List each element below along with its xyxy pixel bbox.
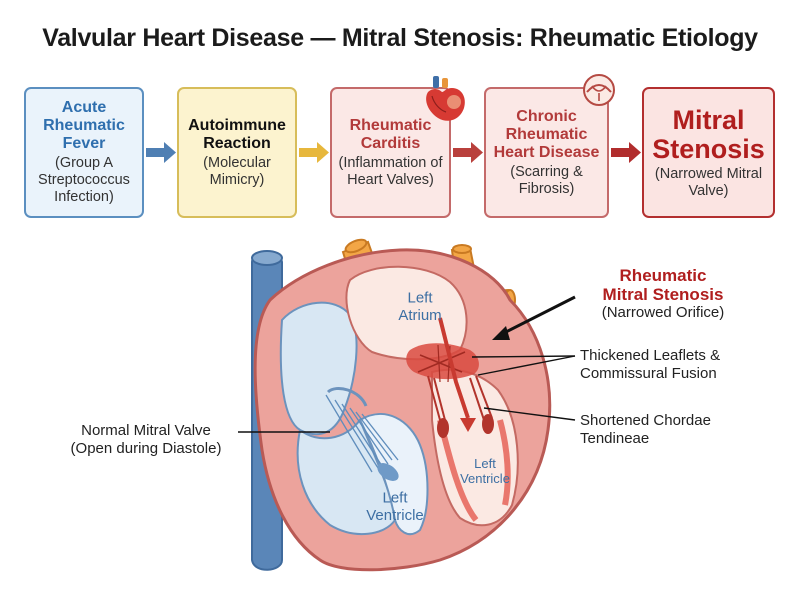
stenotic-mitral-valve: [406, 317, 479, 432]
normal-valve-line2: (Open during Diastole): [70, 440, 222, 457]
flow-box-detail: (Narrowed Mitral Valve): [654, 165, 763, 199]
flow-box-detail: (Molecular Mimicry): [203, 154, 271, 188]
flow-box-autoimmune-reaction: Autoimmune Reaction (Molecular Mimicry): [177, 87, 297, 218]
stenosis-title-line2: Mitral Stenosis: [602, 285, 724, 304]
flow-box-detail: (Scarring & Fibrosis): [510, 163, 583, 197]
left-ventricle-stenotic: [431, 368, 519, 527]
chordae-line2: Tendineae: [580, 430, 650, 447]
flow-box-chronic-rheumatic-heart-disease: Chronic Rheumatic Heart Disease (Scarrin…: [484, 87, 609, 218]
leaflets-line2: Commissural Fusion: [580, 365, 717, 382]
leaflets-line1: Thickened Leaflets &: [580, 347, 721, 364]
flow-box-heading: Autoimmune Reaction: [188, 116, 286, 152]
stenosis-subtitle: (Narrowed Orifice): [601, 304, 725, 321]
flow-box-heading: Mitral Stenosis: [652, 104, 765, 164]
normal-valve-annotation: Normal Mitral Valve (Open during Diastol…: [56, 422, 236, 458]
flow-box-mitral-stenosis: Mitral Stenosis (Narrowed Mitral Valve): [642, 87, 775, 218]
stenosis-title-line1: Rheumatic: [619, 266, 707, 285]
stenosis-annotation: Rheumatic Mitral Stenosis (Narrowed Orif…: [578, 266, 748, 322]
normal-valve-line1: Normal Mitral Valve: [81, 422, 211, 439]
flow-box-heading: Rheumatic Carditis: [349, 116, 432, 152]
flow-box-detail: (Group A Streptococcus Infection): [38, 155, 130, 205]
shortened-chordae: [427, 375, 494, 438]
chordae-annotation: Shortened Chordae Tendineae: [580, 412, 711, 448]
leader-lines: [238, 355, 576, 433]
stenosis-pointer-arrow: [492, 295, 576, 340]
chordae-line1: Shortened Chordae: [580, 412, 711, 429]
flow-box-acute-rheumatic-fever: Acute Rheumatic Fever (Group A Streptoco…: [24, 87, 144, 218]
flow-box-detail: (Inflammation of Heart Valves): [338, 154, 443, 188]
leaflets-annotation: Thickened Leaflets & Commissural Fusion: [580, 347, 720, 383]
normal-heart-chambers: [279, 301, 429, 536]
flow-box-heading: Chronic Rheumatic Heart Disease: [493, 107, 600, 161]
page-title: Valvular Heart Disease — Mitral Stenosis…: [42, 24, 758, 52]
flow-box-heading: Acute Rheumatic Fever: [43, 99, 125, 152]
